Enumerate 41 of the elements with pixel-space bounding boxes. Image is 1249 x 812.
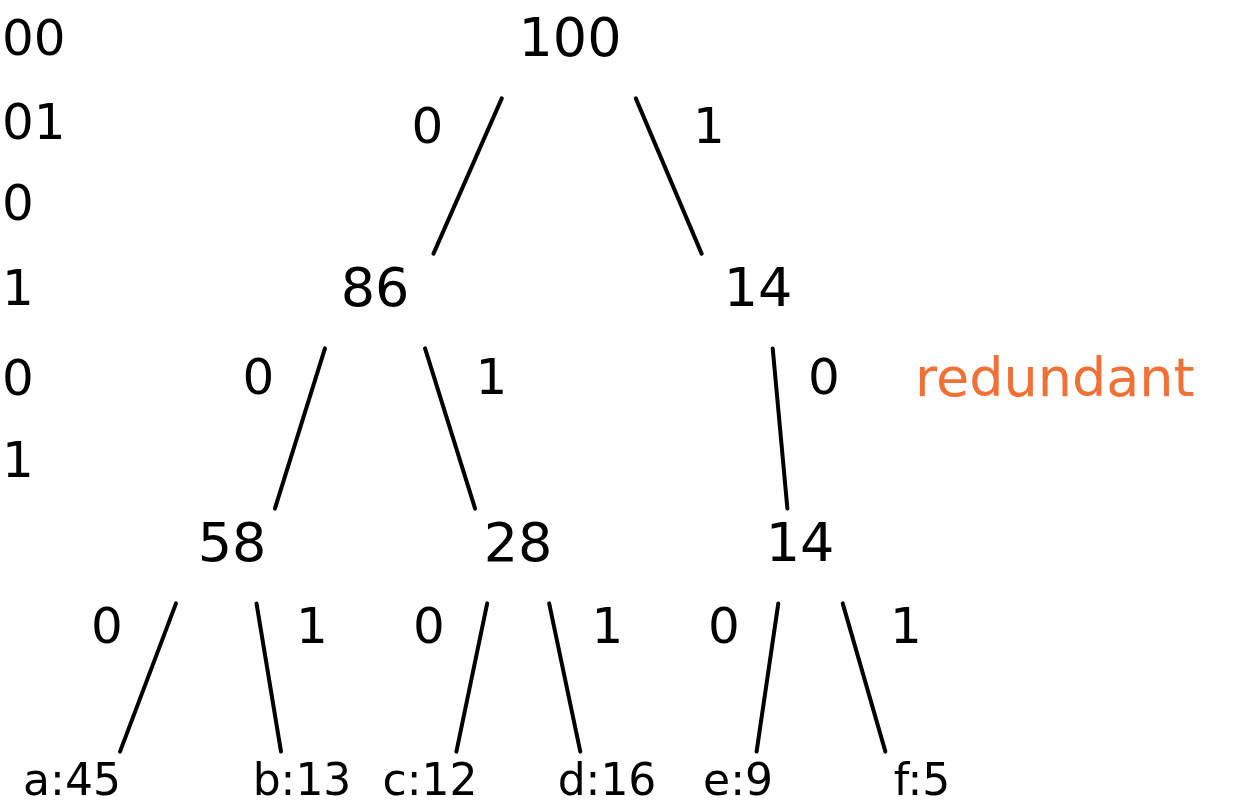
tree-node-value: 28 [483,510,553,576]
tree-branch [254,601,283,754]
edge-label: 0 [411,95,444,156]
edge-label: 1 [296,595,328,656]
edge-label: 1 [693,95,725,156]
tree-node-value: e:9 [703,753,773,807]
tree-branch [454,601,490,754]
edge-label: 0 [413,595,445,656]
tree-branch [770,346,790,511]
tree-node-value: 14 [765,510,835,576]
tree-branch [754,601,781,754]
edge-label: 0 [91,595,123,656]
tree-branch [118,601,178,754]
tree-node-value: d:16 [557,753,657,807]
tree-branch [547,601,583,754]
tree-branch [633,96,704,256]
code-digits: 01 [2,92,66,152]
code-digits: 1 [2,258,34,318]
edge-label: 1 [591,595,624,656]
tree-node-value: 58 [197,510,267,576]
code-digits: 0 [2,348,34,408]
edge-label: 0 [242,347,275,408]
tree-branch [431,96,504,256]
edge-label: 0 [708,595,740,656]
edge-label: 1 [890,595,922,656]
edge-label: 0 [808,347,840,408]
code-digits: 00 [2,8,66,68]
tree-node-value: b:13 [252,753,352,807]
tree-node-value: 86 [340,255,410,321]
tree-node-value: c:12 [382,753,478,807]
tree-node-value: 100 [518,5,622,71]
code-digits: 1 [2,430,34,490]
tree-branch [423,346,478,511]
edge-label: 1 [475,347,508,408]
tree-node-value: f:5 [893,753,951,807]
tree-node-value: 14 [723,255,793,321]
code-digits: 0 [2,173,34,233]
annotation-note: redundant [915,345,1195,411]
tree-branch [840,601,888,754]
tree-node-value: a:45 [23,753,121,807]
tree-branch [272,346,327,511]
